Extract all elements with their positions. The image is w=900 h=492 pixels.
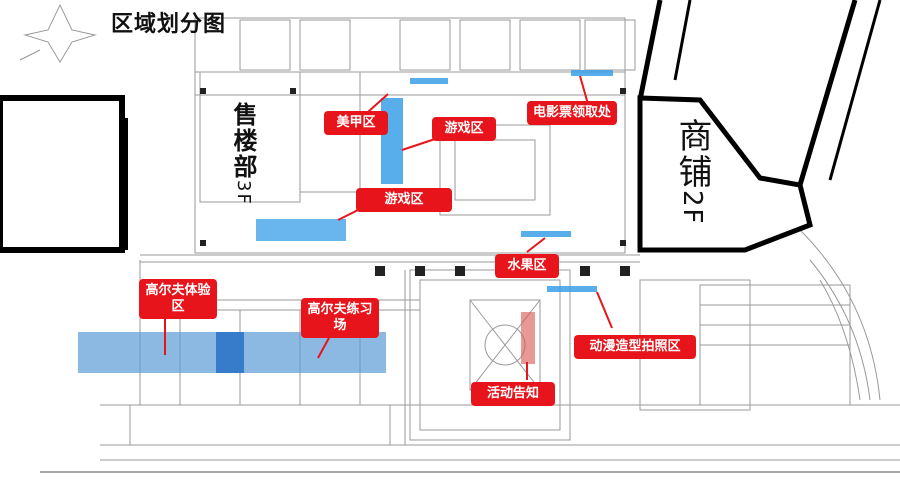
page-title: 区域划分图 [111, 12, 227, 37]
shops-floor: 2F [677, 190, 707, 226]
zone-label-anime: 动漫造型拍照区 [574, 335, 696, 359]
shops-name: 商铺 [672, 118, 712, 190]
sales-office-block: 售楼部3F [226, 102, 261, 206]
zone-label-game-2: 游戏区 [356, 188, 452, 212]
zone-label-nail: 美甲区 [324, 111, 388, 135]
sales-office-name: 售楼部 [229, 102, 257, 180]
zone-label-event: 活动告知 [471, 382, 555, 406]
shops-block: 商铺2F [668, 118, 717, 226]
zone-label-fruit: 水果区 [495, 254, 559, 278]
zone-label-game-1: 游戏区 [432, 117, 496, 141]
zone-label-ticket: 电影票领取处 [527, 101, 617, 125]
zone-label-golf-practice: 高尔夫练习场 [301, 298, 379, 338]
zone-label-golf-experience: 高尔夫体验区 [139, 279, 217, 319]
sales-office-floor: 3F [233, 180, 254, 206]
